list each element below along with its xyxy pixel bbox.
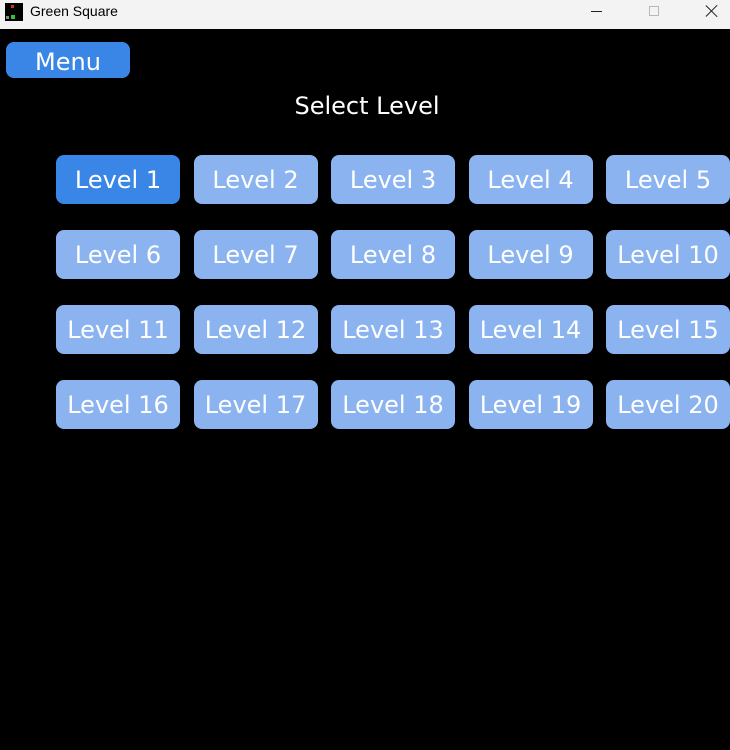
level-button[interactable]: Level 18 xyxy=(331,380,455,429)
level-button[interactable]: Level 2 xyxy=(193,155,318,204)
level-button[interactable]: Level 19 xyxy=(468,380,593,429)
level-button[interactable]: Level 12 xyxy=(193,305,318,354)
level-button[interactable]: Level 1 xyxy=(56,155,180,204)
window-title: Green Square xyxy=(30,3,118,19)
level-button[interactable]: Level 13 xyxy=(331,305,455,354)
level-button[interactable]: Level 10 xyxy=(606,230,730,279)
level-button[interactable]: Level 15 xyxy=(606,305,730,354)
level-button[interactable]: Level 4 xyxy=(468,155,593,204)
level-button[interactable]: Level 7 xyxy=(193,230,318,279)
window-titlebar: Green Square xyxy=(0,0,730,29)
level-grid: Level 1 Level 2 Level 3 Level 4 Level 5 … xyxy=(56,155,730,429)
level-button[interactable]: Level 6 xyxy=(56,230,180,279)
maximize-icon xyxy=(649,6,659,16)
page-title: Select Level xyxy=(294,92,440,120)
level-button[interactable]: Level 17 xyxy=(193,380,318,429)
menu-button[interactable]: Menu xyxy=(6,42,130,78)
minimize-button[interactable] xyxy=(573,0,619,22)
level-button[interactable]: Level 9 xyxy=(468,230,593,279)
level-button[interactable]: Level 3 xyxy=(331,155,455,204)
level-button[interactable]: Level 11 xyxy=(56,305,180,354)
green-square-app-icon xyxy=(5,3,23,21)
level-button[interactable]: Level 20 xyxy=(606,380,730,429)
level-button[interactable]: Level 14 xyxy=(468,305,593,354)
maximize-button[interactable] xyxy=(631,0,677,22)
minimize-icon xyxy=(590,10,602,12)
level-button[interactable]: Level 8 xyxy=(331,230,455,279)
level-button[interactable]: Level 16 xyxy=(56,380,180,429)
level-button[interactable]: Level 5 xyxy=(606,155,730,204)
